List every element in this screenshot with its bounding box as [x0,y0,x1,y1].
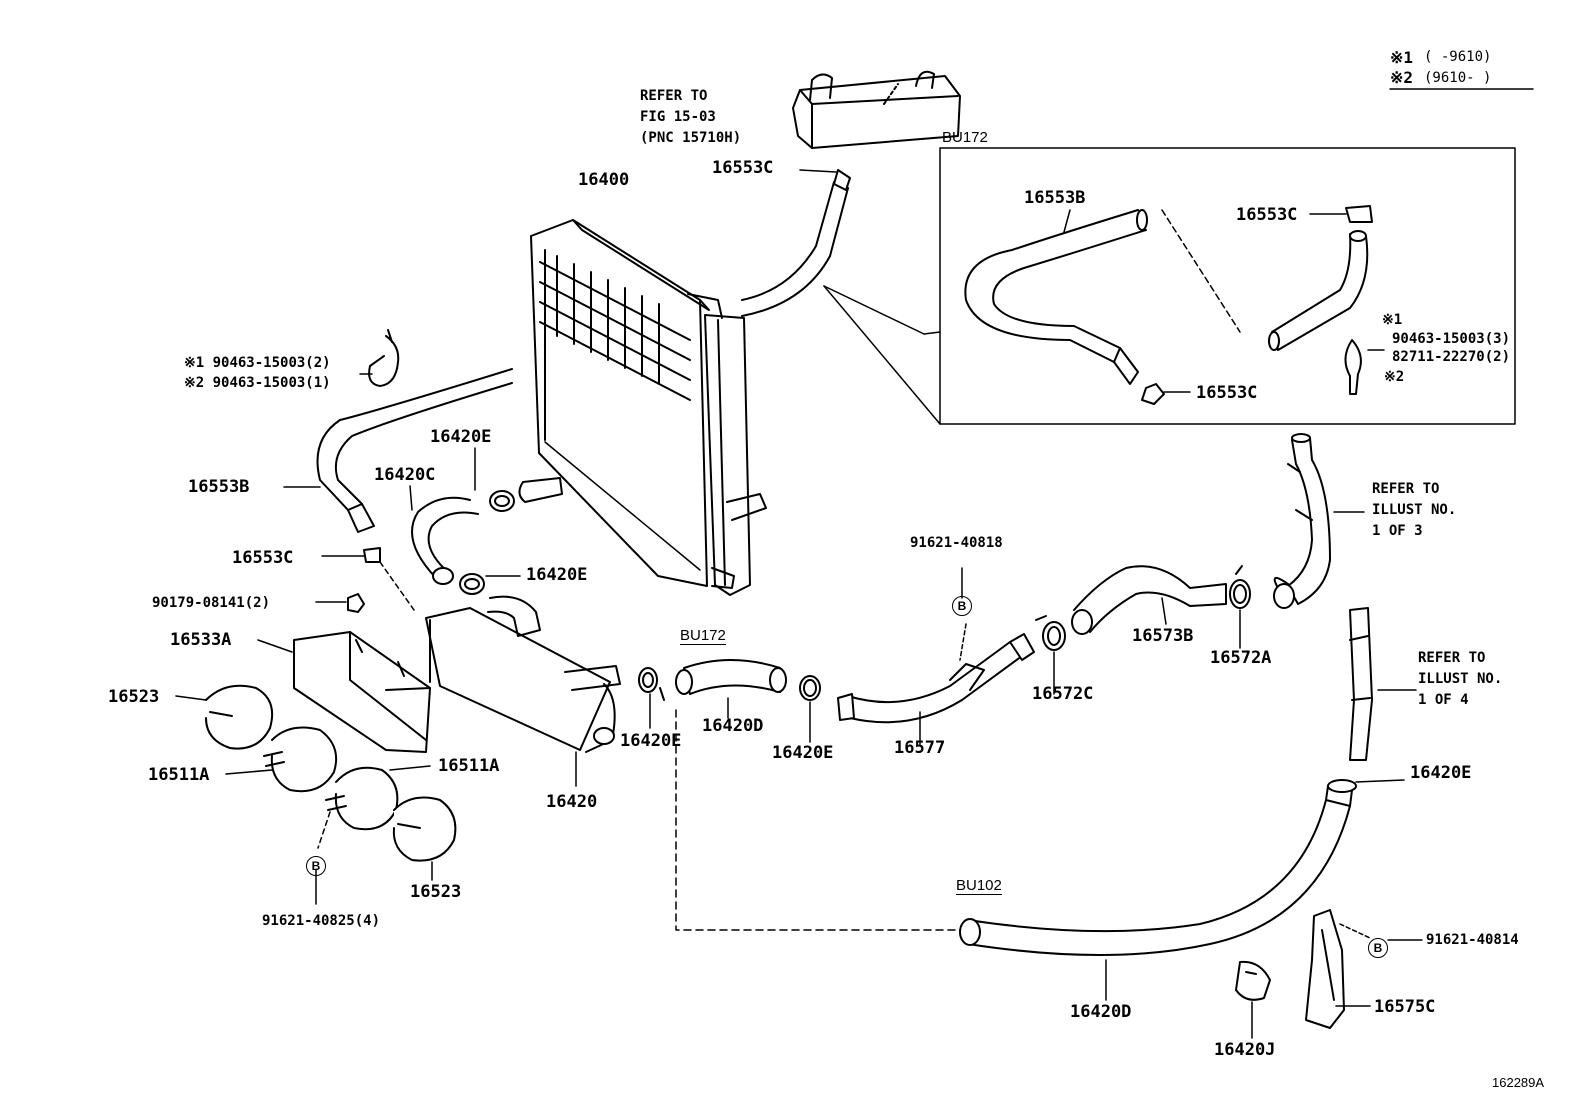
pipe-refer-1of4-drawing [1349,607,1417,761]
legend-range-2: (9610- ) [1424,70,1492,86]
label-16523-top: 16523 [108,687,160,707]
refer-illust4-line1: REFER TO [1418,650,1486,666]
refer-illust-1of3-note: REFER TO ILLUST NO. 1 OF 3 [1372,479,1456,542]
inset-label-16553b: 16553B [1024,188,1086,208]
label-16553b: 16553B [188,477,250,497]
section-tag-bu102: BU102 [956,877,1002,895]
label-90179: 90179-08141(2) [152,595,271,611]
label-16575c: 16575C [1374,997,1436,1017]
inset-label-82711: 82711-22270(2) [1392,349,1511,365]
hose-16420d-long-drawing [959,779,1405,1001]
refer-illust4-line2: ILLUST NO. [1418,671,1503,687]
bracket-16575c-drawing [1305,909,1423,1029]
label-16420d-long: 16420D [1070,1002,1132,1022]
inset-box-drawing [823,147,1516,425]
label-16573b: 16573B [1132,626,1194,646]
clip-90463-drawing [359,329,400,387]
refer-reservoir-line1: REFER TO [640,88,708,104]
label-16511a-right: 16511A [438,756,500,776]
label-16420e-mid: 16420E [526,565,588,585]
label-clip-90463-line1: ※1 90463-15003(2) [184,355,331,371]
pipe-16577-drawing [837,567,1035,745]
label-16420e-top: 16420E [430,427,492,447]
clamp-16420j-drawing [1235,960,1271,1039]
hose-16573b-drawing [1035,565,1251,695]
dashed-routing-line [675,709,969,931]
label-16420: 16420 [546,792,598,812]
refer-illust-1of4-note: REFER TO ILLUST NO. 1 OF 4 [1418,648,1502,711]
inset-note-mark-2: ※2 [1384,369,1405,385]
left-hose-16553b-drawing [283,368,513,533]
label-16533a: 16533A [170,630,232,650]
label-16577: 16577 [894,738,946,758]
refer-reservoir-note: REFER TO FIG 15-03 (PNC 15710H) [640,86,741,149]
refer-reservoir-line3: (PNC 15710H) [640,130,742,146]
label-91621-40825: 91621-40825(4) [262,913,381,929]
refer-illust3-line1: REFER TO [1372,481,1440,497]
clamp-16420e-top-drawing [474,447,515,512]
label-16572a: 16572A [1210,648,1272,668]
legend-mark-1: ※1 [1390,48,1414,67]
inset-label-90463: 90463-15003(3) [1392,331,1511,347]
nut-90179-drawing [315,593,365,613]
oil-cooler-16420-drawing [425,595,621,787]
hose-16420c-drawing [409,485,479,585]
label-16572c: 16572C [1032,684,1094,704]
bands-drawing [175,684,457,905]
label-16420j: 16420J [1214,1040,1276,1060]
inset-label-16553c-bottom: 16553C [1196,383,1258,403]
label-91621-40818: 91621-40818 [910,535,1003,551]
clamp-16420e-mid-drawing [321,547,521,611]
inset-tag: BU172 [942,129,988,146]
label-clip-90463-line2: ※2 90463-15003(1) [184,375,331,391]
label-16420c: 16420C [374,465,436,485]
hose-16420d-short-drawing [638,659,821,743]
reservoir-tank-drawing [792,70,961,149]
legend-range-1: ( -9610) [1424,49,1492,65]
refer-illust4-line3: 1 OF 4 [1418,692,1469,708]
label-16420e-right: 16420E [1410,763,1472,783]
inset-note-mark-1: ※1 [1382,312,1403,328]
inset-label-16553c-top: 16553C [1236,205,1298,225]
label-16511a-left: 16511A [148,765,210,785]
label-16553c-top: 16553C [712,158,774,178]
refer-illust3-line2: ILLUST NO. [1372,502,1457,518]
bracket-16533a-drawing [257,631,431,753]
section-tag-bu172: BU172 [680,627,726,645]
label-16523-bottom: 16523 [410,882,462,902]
label-16553c-left: 16553C [232,548,294,568]
refer-reservoir-line2: FIG 15-03 [640,109,716,125]
label-16420e-center: 16420E [772,743,834,763]
pipe-refer-1of3-drawing [1273,433,1365,609]
upper-hose-drawing [741,169,851,317]
label-16420d-short: 16420D [702,716,764,736]
figure-code: 162289A [1492,1075,1545,1090]
bolt-symbol-b-left: B [306,856,326,876]
bolt-symbol-b-right: B [1368,938,1388,958]
label-16400: 16400 [578,170,630,190]
label-91621-40814: 91621-40814 [1426,932,1519,948]
radiator-drawing [518,219,767,596]
refer-illust3-line3: 1 OF 3 [1372,523,1423,539]
legend-mark-2: ※2 [1390,68,1414,87]
bolt-symbol-b-center: B [952,596,972,616]
label-16420e-cooler: 16420E [620,731,682,751]
